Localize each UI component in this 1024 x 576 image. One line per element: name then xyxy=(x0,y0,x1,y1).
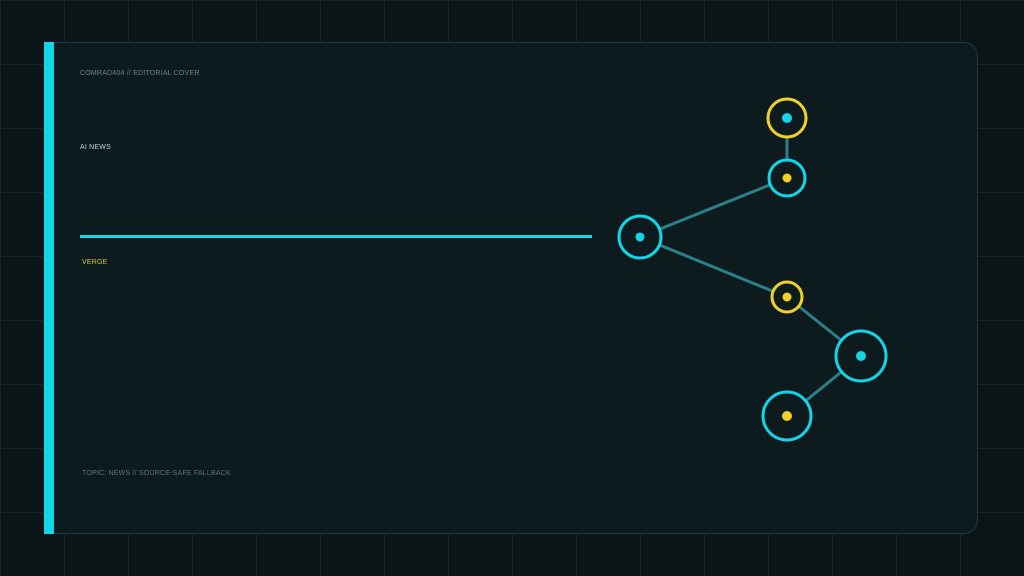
headline-rule xyxy=(80,235,592,238)
kicker-label: COMRAD404 // EDITORIAL COVER xyxy=(80,70,200,77)
graph-node-top xyxy=(766,97,808,139)
footer-label: TOPIC: NEWS // SOURCE-SAFE FALLBACK xyxy=(82,470,231,477)
section-label: AI NEWS xyxy=(80,144,111,151)
edge-root-upper xyxy=(638,176,789,239)
graph-node-root xyxy=(617,214,663,260)
cover-card xyxy=(46,42,978,534)
edge-root-lower xyxy=(638,235,789,299)
card-accent-bar xyxy=(44,42,54,534)
graph-node-upper xyxy=(767,158,807,198)
graph-edges xyxy=(638,116,863,418)
graph-node-bottom xyxy=(761,390,813,442)
graph-node-hub xyxy=(834,329,888,383)
source-label: VERGE xyxy=(82,259,108,266)
graph-node-lower xyxy=(770,280,804,314)
